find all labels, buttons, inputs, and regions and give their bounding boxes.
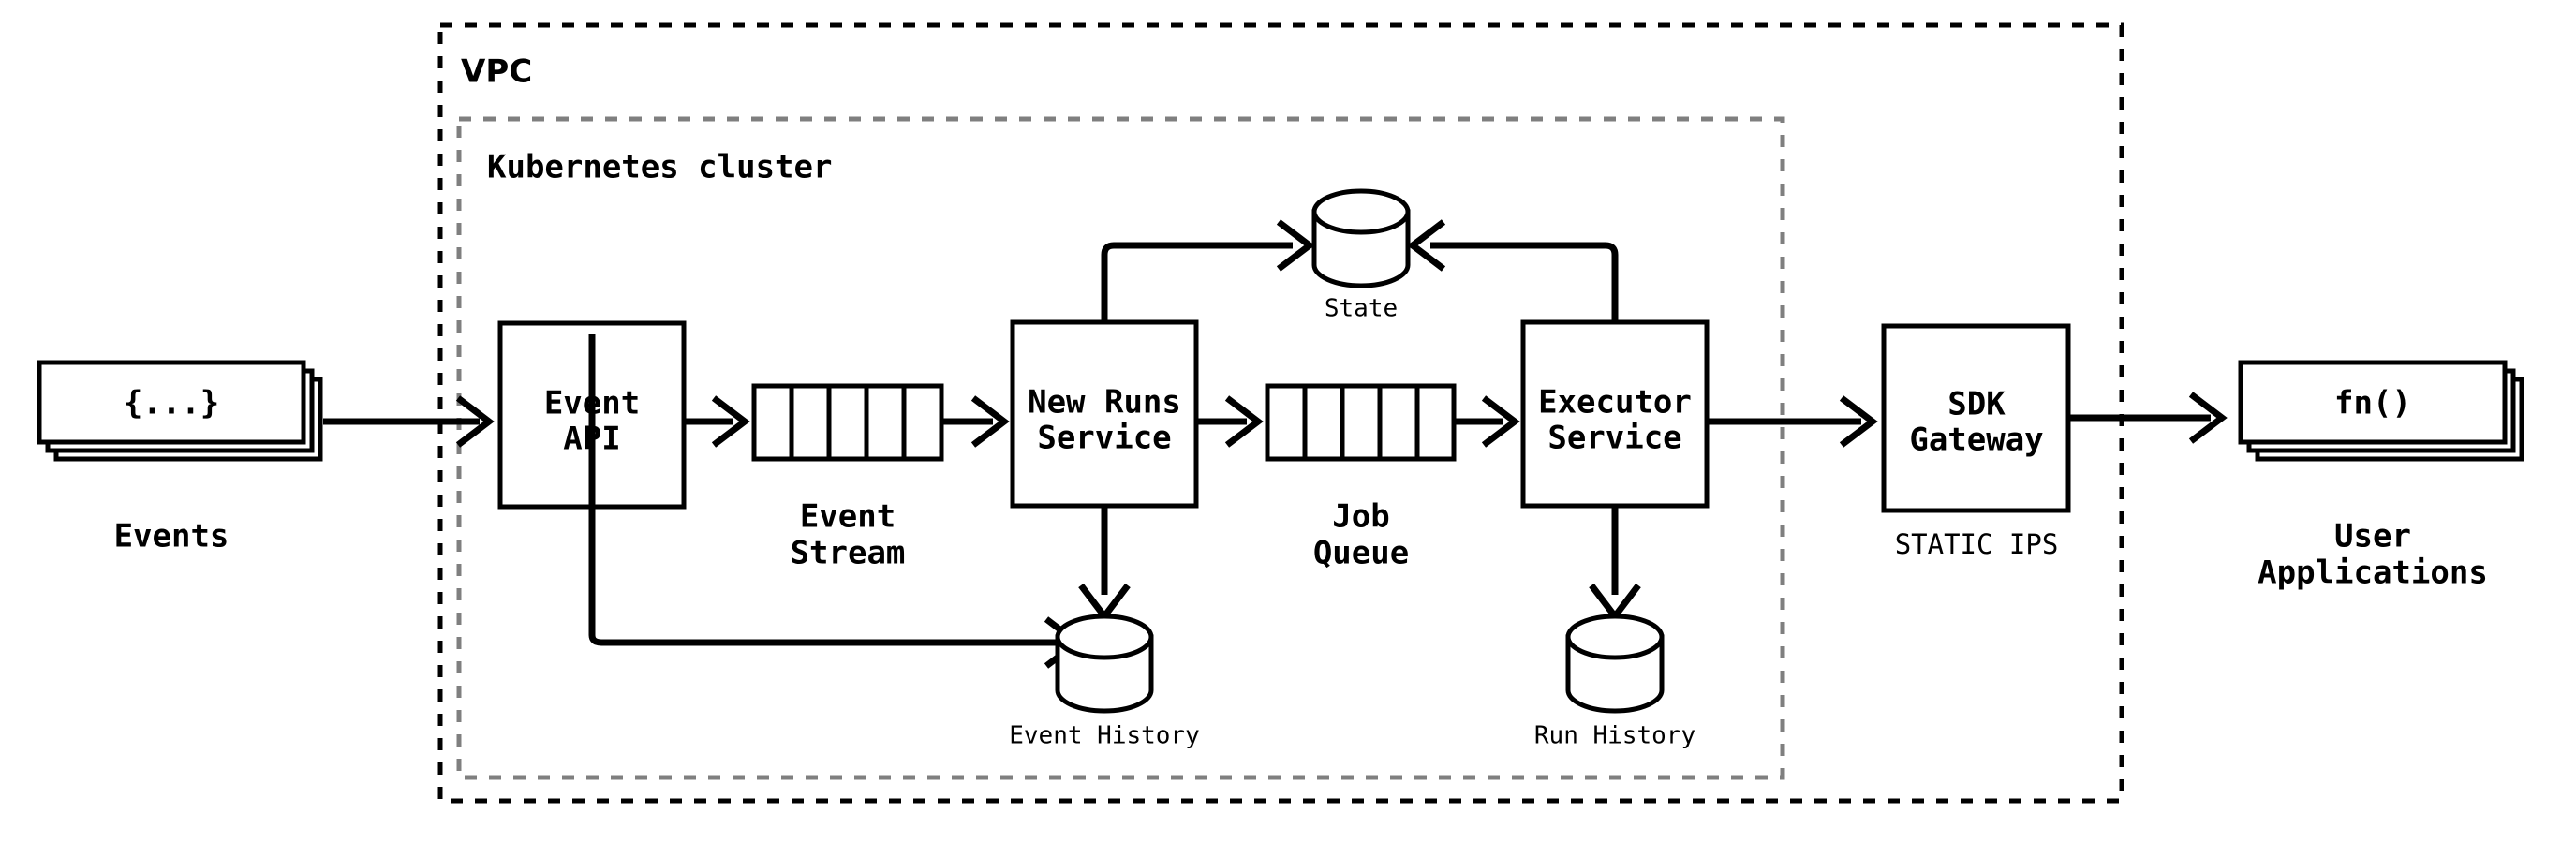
flow-executor-to-state [1430, 242, 1619, 322]
arrowhead-event-stream-to-new-runs [970, 395, 1010, 448]
arrowhead-new-runs-to-state [1276, 219, 1315, 272]
user-apps-card-text: fn() [2334, 385, 2411, 422]
arrowhead-executor-to-state [1407, 219, 1446, 272]
event-stream-caption-line2: Stream [791, 535, 906, 572]
user-apps-card-front [2238, 360, 2508, 445]
arrowhead-executor-to-sdk-gateway [1839, 395, 1878, 448]
state-datastore [1311, 188, 1411, 288]
arrowhead-events-to-event-api [455, 395, 495, 448]
events-card-text: {...} [124, 385, 219, 422]
sdk-gateway-label-line2: Gateway [1909, 422, 2043, 459]
new-runs-service-box [1010, 319, 1199, 509]
user-apps-caption-line1: User [2334, 518, 2411, 555]
vpc-label: VPC [461, 53, 532, 91]
new-runs-service-label-line2: Service [1037, 420, 1171, 457]
event-stream-queue [751, 383, 944, 462]
vpc-boundary [437, 22, 2124, 804]
user-applications-stack: fn() [2238, 360, 2524, 462]
job-queue-caption-line2: Queue [1313, 535, 1409, 572]
sdk-gateway-label-line1: SDK [1947, 386, 2006, 423]
sdk-gateway-node: SDK Gateway [1881, 323, 2071, 513]
job-queue-box [1265, 383, 1457, 462]
run-history-datastore [1565, 614, 1665, 714]
run-history-label: Run History [1534, 722, 1695, 750]
state-label: State [1325, 295, 1398, 323]
flow-new-runs-to-state [1101, 242, 1293, 322]
executor-service-node: Executor Service [1520, 319, 1710, 509]
event-history-label: Event History [1009, 722, 1200, 750]
arrowhead-event-api-to-event-stream [711, 395, 750, 448]
user-apps-caption-line2: Applications [2258, 555, 2488, 592]
new-runs-service-node: New Runs Service [1010, 319, 1199, 509]
events-stack: {...} [37, 360, 323, 462]
event-history-cylinder-top [1055, 614, 1154, 660]
kubernetes-label: Kubernetes cluster [487, 149, 832, 186]
job-queue-caption-line1: Job [1332, 498, 1389, 536]
sdk-gateway-sublabel: STATIC IPS [1895, 528, 2059, 560]
arrowhead-job-queue-to-executor [1481, 395, 1520, 448]
executor-service-label-line2: Service [1547, 420, 1681, 457]
state-cylinder-top [1311, 188, 1411, 235]
run-history-cylinder-top [1565, 614, 1665, 660]
events-card-front [37, 360, 306, 445]
new-runs-service-label-line1: New Runs [1028, 384, 1181, 422]
events-caption: Events [114, 518, 229, 555]
executor-service-label-line1: Executor [1538, 384, 1692, 422]
event-stream-box [751, 383, 944, 462]
arrowhead-new-runs-to-job-queue [1224, 395, 1264, 448]
event-stream-caption-line1: Event [800, 498, 896, 536]
event-history-datastore [1055, 614, 1154, 714]
kubernetes-boundary [456, 116, 1785, 780]
flow-event-api-to-event-history [588, 334, 1068, 646]
job-queue [1265, 383, 1457, 462]
arrowhead-sdk-gateway-to-user-apps [2188, 392, 2228, 444]
executor-service-box [1520, 319, 1710, 509]
